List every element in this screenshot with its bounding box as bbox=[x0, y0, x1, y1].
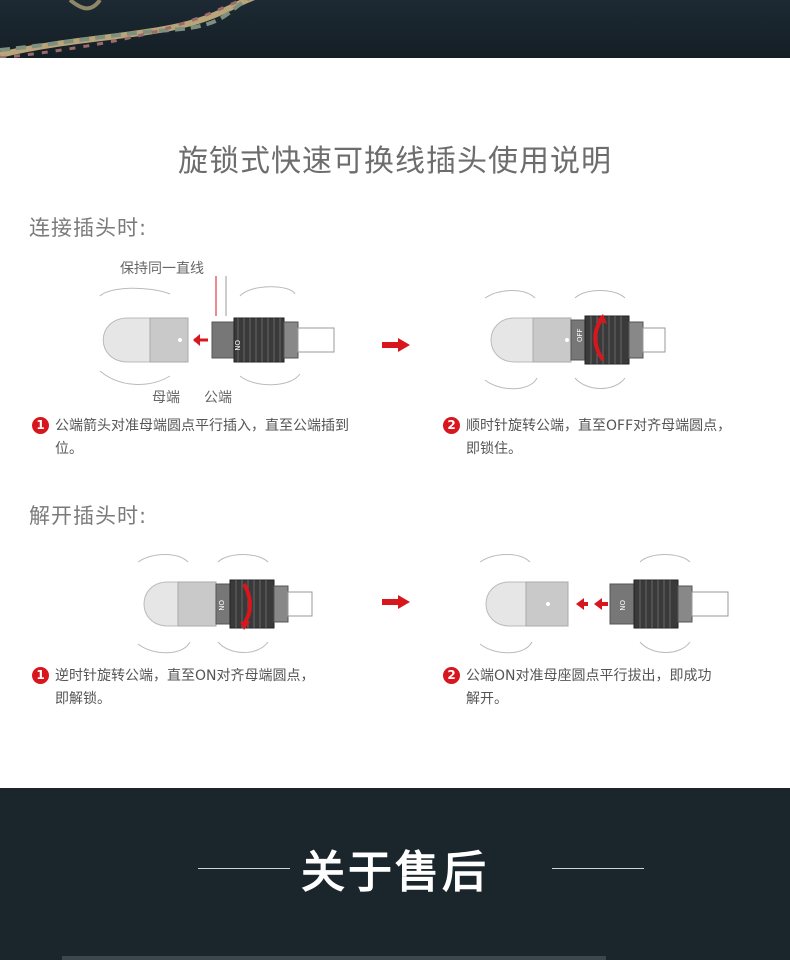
off-mark: OFF bbox=[576, 328, 584, 342]
divider-right bbox=[552, 868, 644, 869]
step-text: 逆时针旋转公端，直至ON对齐母端圆点， bbox=[55, 668, 315, 684]
divider-left bbox=[198, 868, 290, 869]
step-text: 公端箭头对准母端圆点平行插入，直至公端插到 bbox=[55, 418, 349, 434]
page-title: 旋锁式快速可换线插头使用说明 bbox=[178, 144, 612, 179]
connect-step-2: 2 顺时针旋转公端，直至OFF对齐母端圆点， 即锁住。 bbox=[443, 415, 788, 461]
connect-step2-diagram: OFF bbox=[484, 290, 666, 390]
step-text-cont: 即解锁。 bbox=[55, 691, 111, 707]
connect-step-1: 1 公端箭头对准母端圆点平行插入，直至公端插到 位。 bbox=[32, 415, 412, 461]
step-number-badge: 2 bbox=[443, 667, 460, 684]
top-banner bbox=[0, 0, 790, 58]
on-mark: ON bbox=[618, 600, 626, 611]
step-text: 公端ON对准母座圆点平行拔出，即成功 bbox=[466, 668, 712, 684]
step-number-badge: 1 bbox=[32, 417, 49, 434]
step-text-cont: 解开。 bbox=[466, 691, 508, 707]
step-text: 顺时针旋转公端，直至OFF对齐母端圆点， bbox=[466, 418, 732, 434]
step-number-badge: 2 bbox=[443, 417, 460, 434]
after-sale-title: 关于售后 bbox=[301, 847, 489, 898]
content-bar bbox=[62, 956, 606, 960]
align-label: 保持同一直线 bbox=[120, 261, 204, 277]
connect-step1-diagram: ON bbox=[99, 276, 335, 386]
female-label: 母端 bbox=[152, 390, 180, 406]
on-mark: ON bbox=[217, 600, 225, 611]
disconnect-step2-diagram: ON bbox=[479, 554, 729, 654]
disconnect-step1-diagram: ON bbox=[137, 554, 313, 654]
arrow-right-icon bbox=[382, 338, 410, 352]
after-sale-section: 关于售后 bbox=[0, 788, 790, 960]
disconnect-heading: 解开插头时: bbox=[29, 504, 148, 528]
on-mark: ON bbox=[233, 340, 241, 351]
male-label: 公端 bbox=[204, 390, 232, 406]
connect-heading: 连接插头时: bbox=[29, 216, 148, 240]
disconnect-step-2: 2 公端ON对准母座圆点平行拔出，即成功 解开。 bbox=[443, 665, 788, 711]
arrow-right-icon bbox=[382, 595, 410, 609]
braided-cable-image bbox=[0, 0, 256, 58]
disconnect-step-1: 1 逆时针旋转公端，直至ON对齐母端圆点， 即解锁。 bbox=[32, 665, 412, 711]
step-text-cont: 位。 bbox=[55, 441, 83, 457]
step-text-cont: 即锁住。 bbox=[466, 441, 522, 457]
step-number-badge: 1 bbox=[32, 667, 49, 684]
